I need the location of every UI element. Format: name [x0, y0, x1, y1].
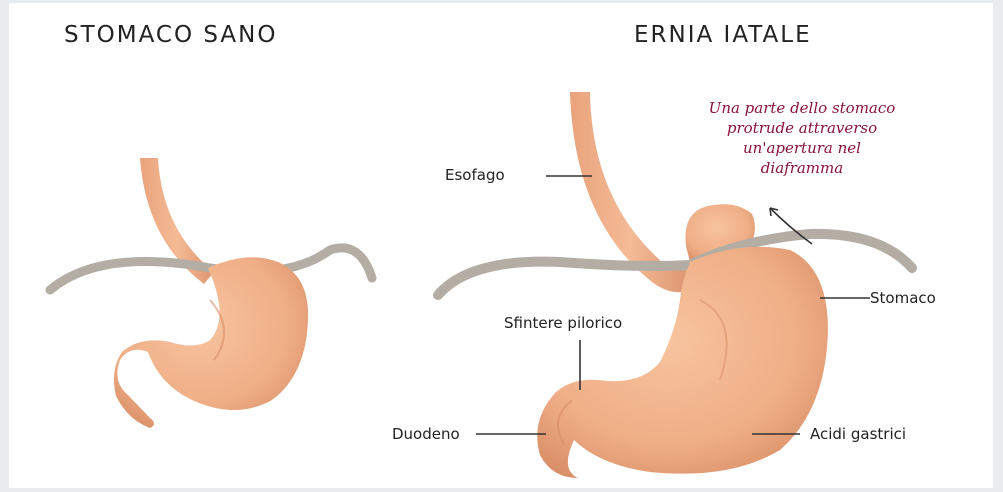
- stomach-label: Stomaco: [870, 289, 936, 307]
- note-line: Una parte dello stomaco: [672, 98, 932, 118]
- hiatal-hernia-title: ERNIA IATALE: [634, 22, 812, 48]
- note-line: protrude attraverso: [672, 118, 932, 138]
- healthy-stomach-illustration: [50, 158, 372, 428]
- pyloric-sphincter-label: Sfintere pilorico: [504, 314, 622, 332]
- healthy-stomach-title: STOMACO SANO: [64, 22, 277, 48]
- hernia-description-note: Una parte dello stomaco protrude attrave…: [672, 98, 932, 178]
- gastric-acids-label: Acidi gastrici: [810, 425, 906, 443]
- note-line: un'apertura nel: [672, 138, 932, 158]
- healthy-stomach-body: [114, 257, 308, 428]
- note-line: diaframma: [672, 158, 932, 178]
- duodenum-label: Duodeno: [392, 425, 460, 443]
- esophagus-label: Esofago: [445, 166, 505, 184]
